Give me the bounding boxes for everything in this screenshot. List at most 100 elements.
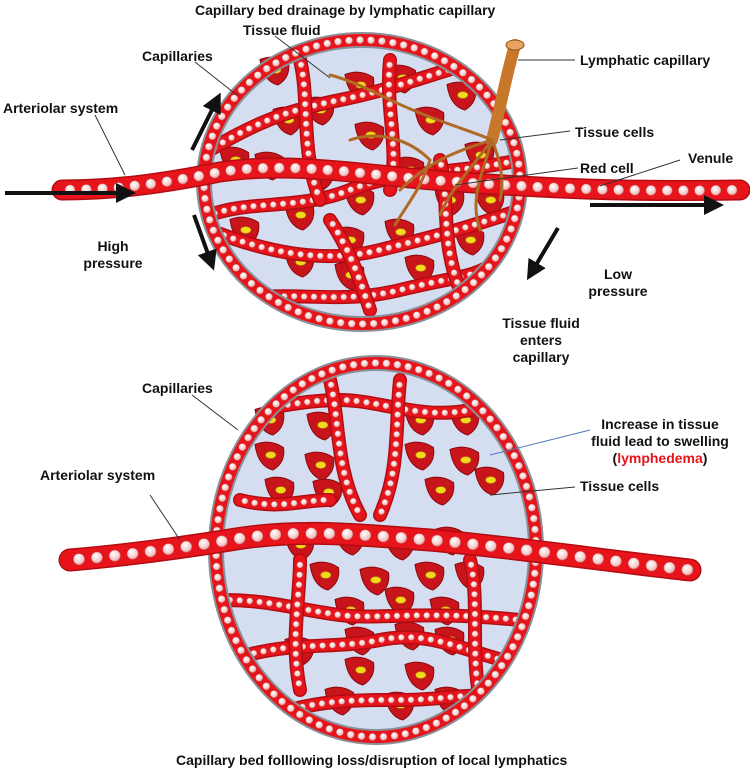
capillary-segment: [233, 493, 337, 512]
red-blood-cell: [492, 614, 500, 622]
red-blood-cell: [395, 391, 403, 399]
red-blood-cell: [358, 320, 367, 328]
red-blood-cell: [597, 184, 608, 195]
label-lymphedema: lymphedema: [617, 450, 703, 466]
label-arteriolar-system-bottom: Arteriolar system: [40, 467, 156, 483]
red-blood-cell: [324, 609, 332, 617]
tissue-cell: [449, 446, 480, 476]
red-blood-cell: [450, 269, 458, 277]
tissue-cell: [474, 466, 505, 496]
capillary-segment: [463, 553, 487, 707]
red-blood-cell: [525, 493, 534, 501]
red-blood-cell: [293, 660, 300, 668]
red-blood-cell: [278, 697, 286, 706]
red-blood-cell: [202, 153, 211, 162]
red-blood-cell: [326, 317, 334, 325]
red-blood-cell: [451, 708, 460, 717]
red-blood-cell: [230, 94, 239, 103]
red-blood-cell: [349, 497, 357, 505]
red-blood-cell: [435, 175, 446, 187]
red-blood-cell: [396, 381, 403, 389]
lymphatic-branch: [328, 73, 382, 97]
red-blood-cell: [341, 528, 354, 541]
red-blood-cell: [407, 634, 415, 641]
red-blood-cell: [460, 702, 469, 710]
red-blood-cell: [299, 198, 307, 206]
red-blood-cell: [332, 410, 340, 418]
red-blood-cell: [237, 86, 246, 94]
red-blood-cell: [435, 69, 443, 77]
red-blood-cell: [389, 140, 397, 148]
red-blood-cell: [304, 140, 311, 148]
red-blood-cell: [347, 255, 355, 263]
red-blood-cell: [287, 249, 295, 257]
red-blood-cell: [145, 178, 157, 190]
cell-nucleus: [320, 571, 332, 579]
red-blood-cell: [294, 399, 301, 407]
red-blood-cell: [292, 630, 300, 638]
red-blood-cell: [446, 250, 454, 257]
red-blood-cell: [414, 365, 423, 374]
red-blood-cell: [423, 612, 431, 619]
red-blood-cell: [393, 421, 401, 428]
red-blood-cell: [277, 248, 285, 255]
red-blood-cell: [397, 81, 405, 88]
red-blood-cell: [250, 424, 259, 433]
red-blood-cell: [531, 525, 539, 534]
red-blood-cell: [386, 101, 394, 108]
red-blood-cell: [388, 130, 396, 138]
label-low-pressure-line2: pressure: [588, 283, 648, 299]
top-capillary-bed: [51, 32, 750, 332]
tissue-cell: [404, 254, 435, 284]
red-blood-cell: [443, 612, 450, 619]
red-blood-cell: [528, 503, 536, 512]
red-blood-cell: [203, 205, 211, 214]
red-blood-cell: [228, 134, 235, 142]
red-blood-cell: [250, 202, 257, 210]
red-blood-cell: [205, 216, 214, 224]
red-blood-cell: [301, 100, 309, 108]
red-blood-cell: [446, 640, 454, 648]
cell-nucleus: [415, 671, 427, 679]
red-blood-cell: [325, 725, 334, 733]
label-arteriolar-system-top: Arteriolar system: [3, 100, 119, 116]
red-blood-cell: [413, 533, 426, 546]
red-blood-cell: [694, 185, 705, 196]
red-blood-cell: [91, 551, 103, 564]
red-blood-cell: [420, 47, 429, 56]
red-blood-cell: [347, 319, 356, 328]
red-blood-cell: [423, 307, 431, 316]
lymphatic-branch: [378, 93, 494, 142]
label-high-pressure: High pressure: [78, 238, 148, 272]
red-blood-cell: [462, 392, 471, 400]
red-blood-cell: [302, 45, 310, 54]
label-high-pressure-line1: High: [97, 238, 129, 254]
red-blood-cell: [513, 633, 522, 641]
red-blood-cell: [471, 630, 479, 638]
red-blood-cell: [503, 652, 512, 661]
red-blood-cell: [289, 199, 297, 207]
red-blood-cell: [241, 497, 249, 505]
red-blood-cell: [215, 535, 228, 548]
red-blood-cell: [319, 642, 326, 649]
red-blood-cell: [337, 450, 344, 457]
red-blood-cell: [350, 293, 357, 301]
red-blood-cell: [269, 528, 282, 541]
red-blood-cell: [330, 97, 337, 105]
red-blood-cell: [297, 251, 304, 258]
red-blood-cell: [382, 402, 390, 410]
red-blood-cell: [263, 117, 271, 124]
lymphatic-trunk: [486, 39, 521, 146]
red-blood-cell: [392, 440, 400, 448]
red-blood-cell: [358, 283, 366, 291]
red-blood-cell: [444, 240, 452, 247]
red-blood-cell: [245, 78, 254, 87]
red-blood-cell: [340, 469, 348, 477]
red-blood-cell: [329, 220, 337, 228]
cell-nucleus: [275, 486, 287, 494]
red-blood-cell: [267, 246, 275, 253]
lymphatic-branch: [393, 158, 432, 227]
red-blood-cell: [295, 680, 303, 687]
red-blood-cell: [144, 545, 157, 558]
bottom-arteriole-venule: [58, 521, 702, 582]
